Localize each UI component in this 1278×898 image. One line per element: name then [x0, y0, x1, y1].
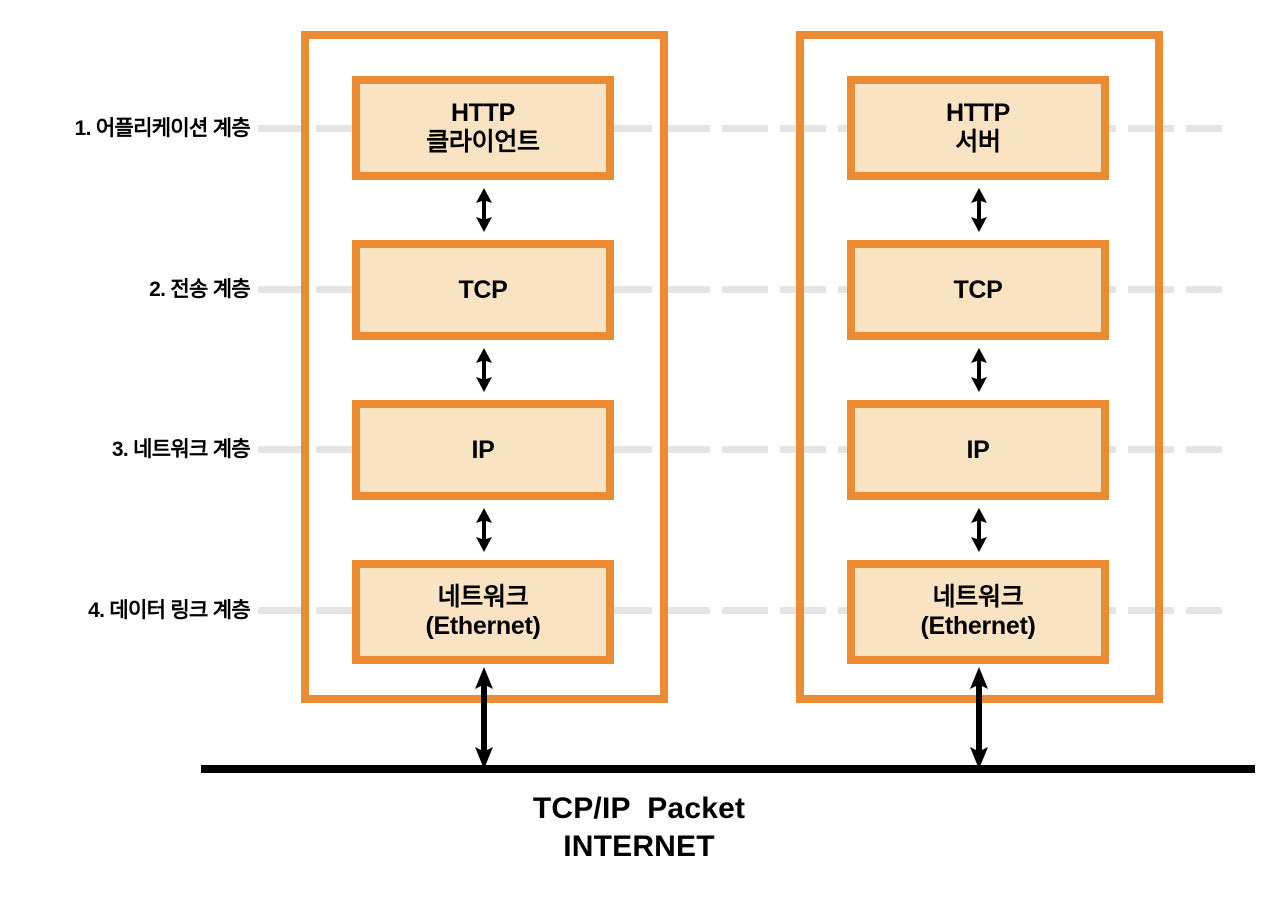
double-arrow-icon: [476, 508, 492, 552]
client-box-ethernet[interactable]: 네트워크 (Ethernet): [352, 560, 614, 664]
client-arrow-tcp-ip: [471, 348, 497, 392]
server-box-http-label: HTTP 서버: [945, 99, 1011, 156]
layer-label-network: 3. 네트워크 계층: [111, 438, 251, 461]
double-arrow-icon: [475, 667, 493, 769]
server-box-ethernet-label: 네트워크 (Ethernet): [920, 583, 1036, 640]
double-arrow-icon: [476, 348, 492, 392]
client-arrow-ip-ethernet: [471, 508, 497, 552]
client-box-http-label: HTTP 클라이언트: [426, 99, 540, 156]
layer-label-data-link: 4. 데이터 링크 계층: [88, 599, 251, 622]
internet-caption-line-2: INTERNET: [563, 829, 715, 863]
client-arrow-http-tcp: [471, 188, 497, 232]
layer-guide-line-2: [258, 286, 1222, 293]
client-box-ethernet-label: 네트워크 (Ethernet): [425, 583, 541, 640]
server-arrow-tcp-ip: [966, 348, 992, 392]
double-arrow-icon: [971, 188, 987, 232]
server-box-ip[interactable]: IP: [847, 400, 1109, 500]
layer-label-application: 1. 어플리케이션 계층: [74, 117, 251, 140]
client-arrow-ethernet-internet: [471, 667, 497, 769]
server-box-tcp[interactable]: TCP: [847, 240, 1109, 340]
layer-label-transport: 2. 전송 계층: [149, 278, 251, 301]
layer-guide-line-1: [258, 125, 1222, 132]
client-box-tcp[interactable]: TCP: [352, 240, 614, 340]
layer-guide-line-4: [258, 607, 1222, 614]
client-box-ip-label: IP: [471, 435, 495, 464]
client-box-tcp-label: TCP: [458, 275, 508, 304]
client-box-ip[interactable]: IP: [352, 400, 614, 500]
server-arrow-http-tcp: [966, 188, 992, 232]
client-box-http[interactable]: HTTP 클라이언트: [352, 76, 614, 180]
server-arrow-ethernet-internet: [966, 667, 992, 769]
double-arrow-icon: [970, 667, 988, 769]
double-arrow-icon: [476, 188, 492, 232]
server-arrow-ip-ethernet: [966, 508, 992, 552]
server-box-ip-label: IP: [966, 435, 990, 464]
double-arrow-icon: [971, 348, 987, 392]
double-arrow-icon: [971, 508, 987, 552]
server-box-ethernet[interactable]: 네트워크 (Ethernet): [847, 560, 1109, 664]
layer-guide-line-3: [258, 446, 1222, 453]
server-box-tcp-label: TCP: [953, 275, 1003, 304]
internet-bar: [201, 765, 1255, 773]
internet-caption: TCP/IP Packet INTERNET: [0, 790, 1278, 866]
internet-caption-line-1: TCP/IP Packet: [532, 792, 746, 825]
server-box-http[interactable]: HTTP 서버: [847, 76, 1109, 180]
